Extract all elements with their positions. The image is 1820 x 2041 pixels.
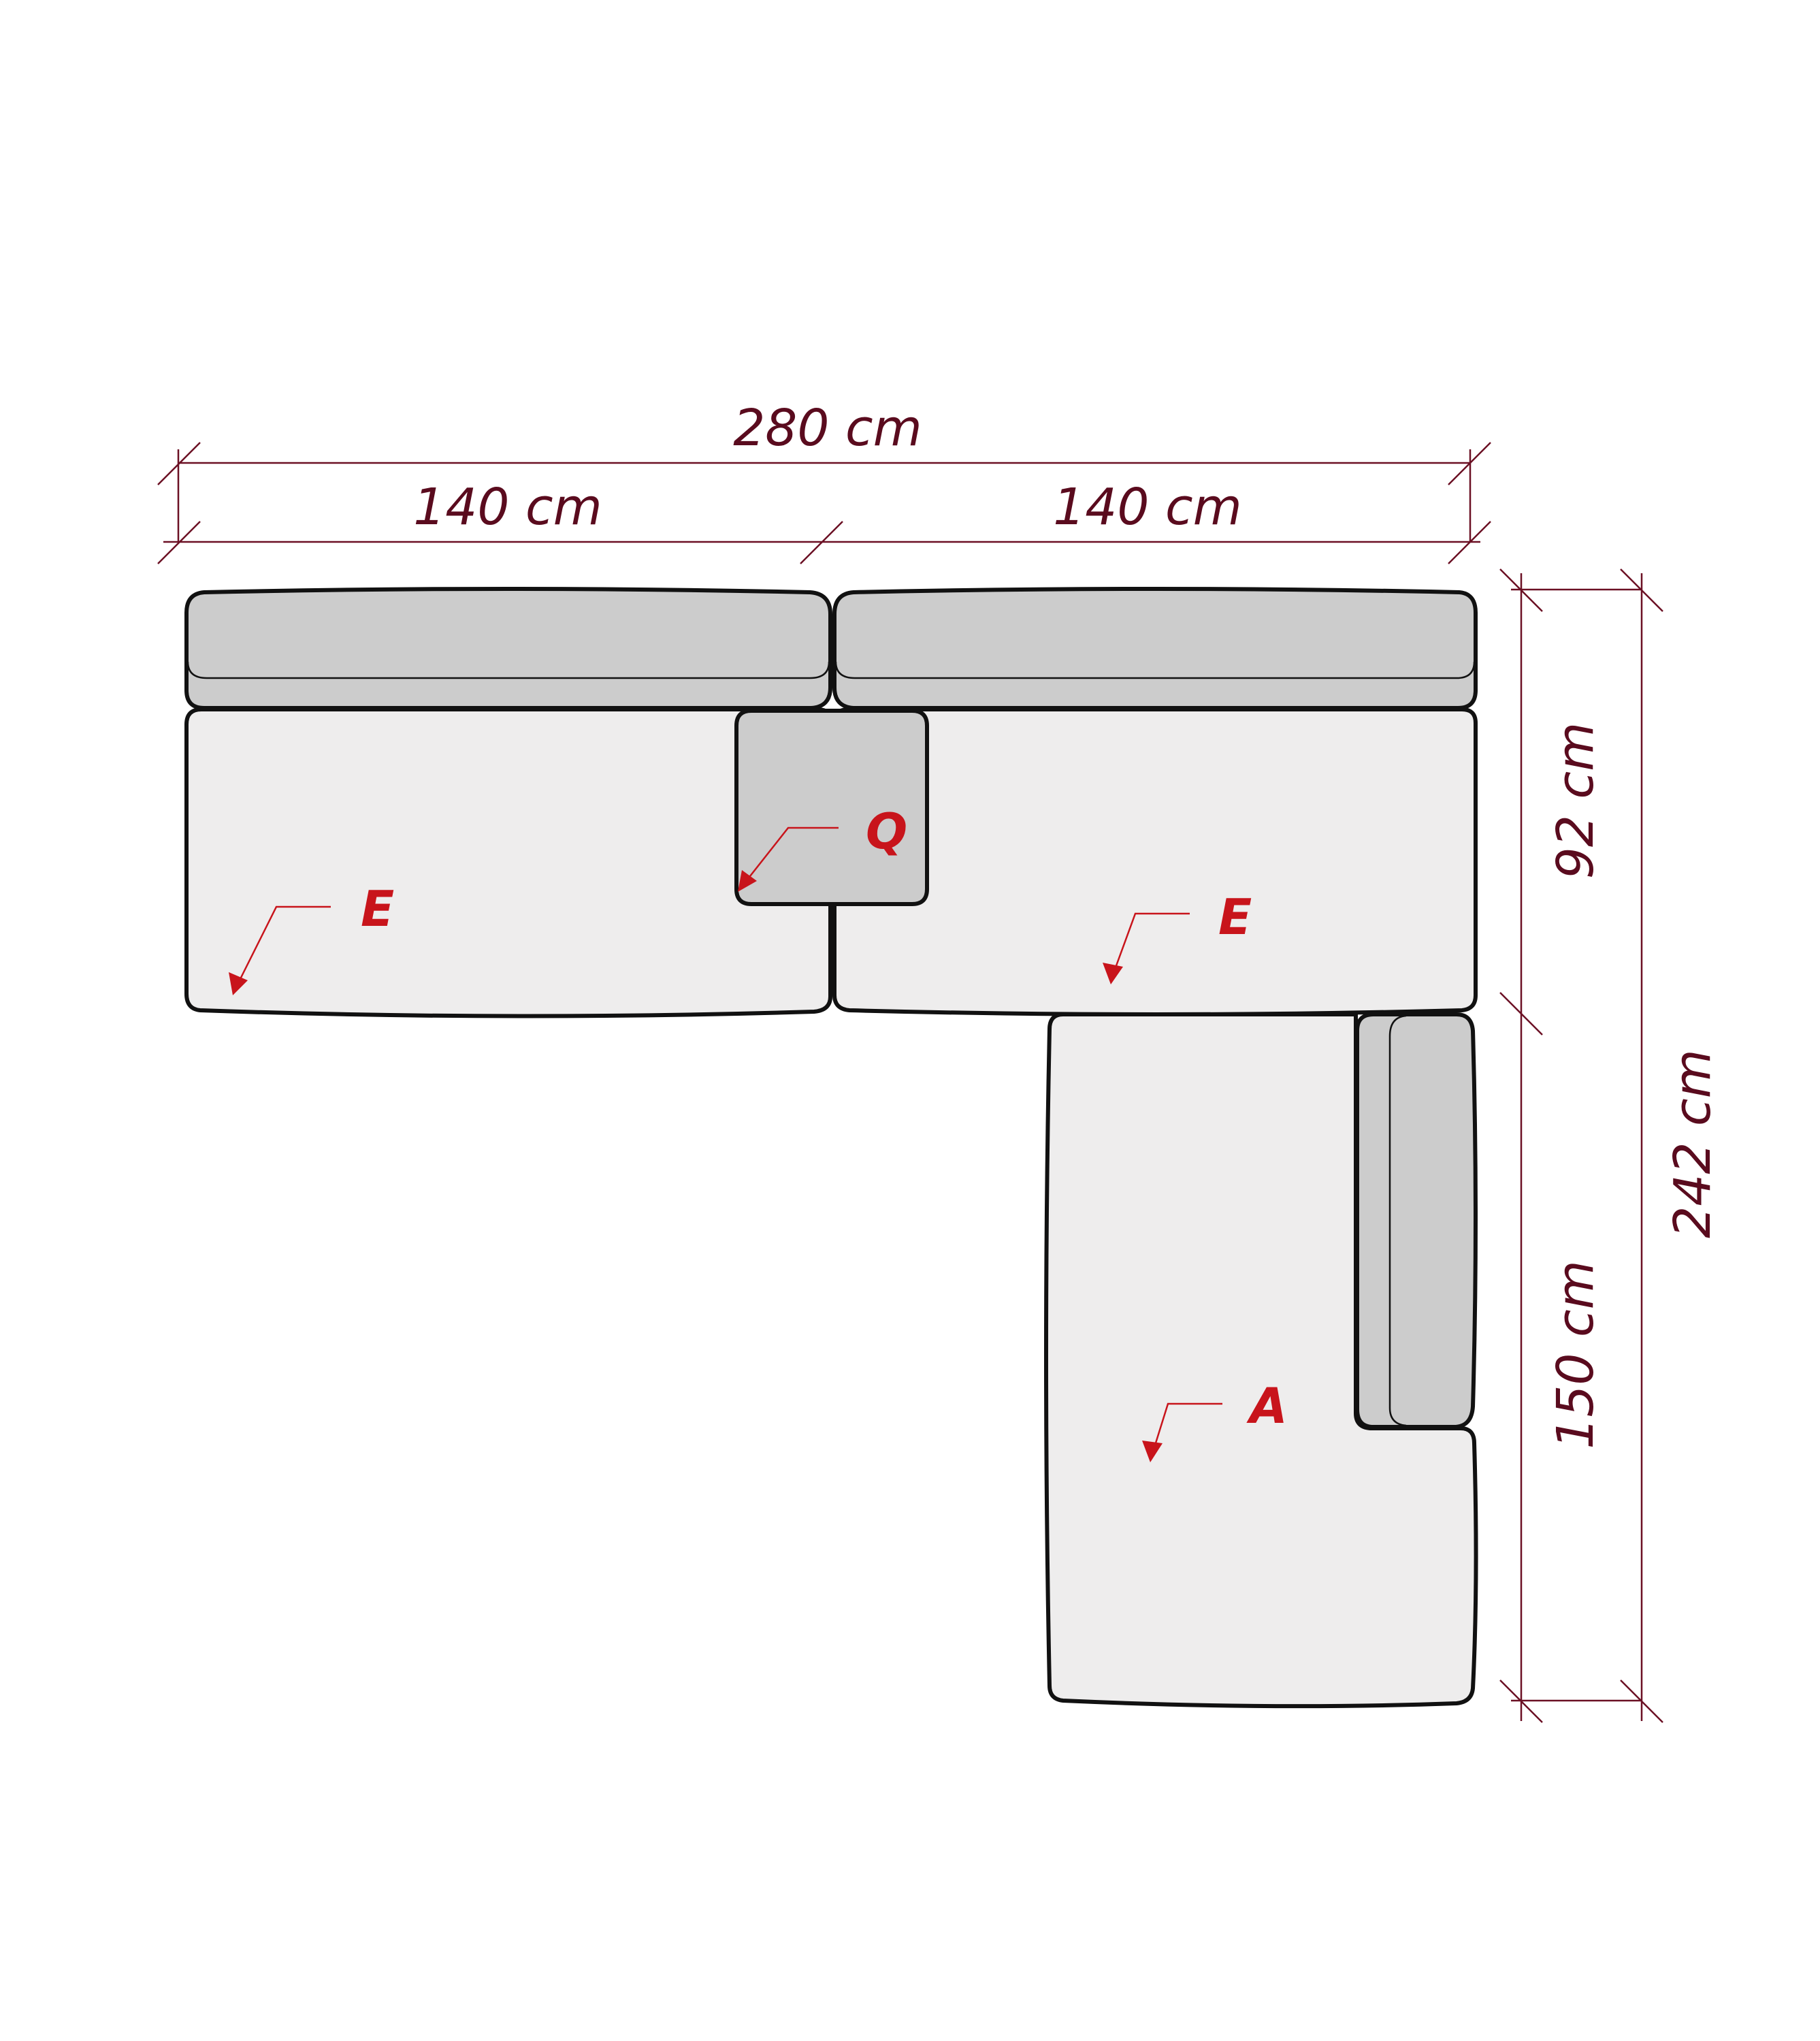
total-depth-label: 242 cm <box>1663 1049 1722 1238</box>
total-width-tick-left <box>157 442 201 485</box>
right-seat-arrow-head <box>1103 963 1123 984</box>
total-depth-tick-bottom <box>1620 1680 1663 1723</box>
corner-cushion-arrow <box>747 826 839 880</box>
depth-tick-top <box>1499 568 1543 612</box>
depth-upper-label: 92 cm <box>1546 722 1605 879</box>
depth-lower-label: 150 cm <box>1546 1260 1605 1449</box>
module-labels: E Q E A <box>229 803 1288 1462</box>
top-dimensions: 280 cm 140 cm 140 cm <box>157 399 1491 564</box>
total-width-tick-right <box>1448 442 1491 485</box>
half-width-tick-left <box>157 521 201 564</box>
chaise-armrest <box>1355 1012 1478 1429</box>
right-seat-label: E <box>1218 888 1252 946</box>
depth-tick-mid <box>1499 992 1543 1035</box>
left-seat-label: E <box>361 880 394 937</box>
left-seat-module <box>184 707 832 1018</box>
chaise-arrow-head <box>1142 1441 1163 1462</box>
total-width-label: 280 cm <box>733 399 922 457</box>
right-width-label: 140 cm <box>1053 478 1242 536</box>
sofa-modules <box>184 587 1478 1709</box>
corner-cushion-label: Q <box>866 803 907 860</box>
half-width-tick-mid <box>800 521 843 564</box>
corner-cushion-arrow-head <box>738 870 757 892</box>
right-backrest <box>832 587 1478 710</box>
left-seat-arrow <box>238 905 331 981</box>
chaise-arrow <box>1153 1402 1222 1448</box>
right-dimensions: 92 cm 150 cm 242 cm <box>1499 568 1722 1723</box>
total-depth-tick-top <box>1620 568 1663 612</box>
left-width-label: 140 cm <box>413 478 602 536</box>
right-seat-module <box>832 707 1478 1016</box>
chaise-label: A <box>1246 1377 1288 1434</box>
left-backrest <box>184 587 832 710</box>
half-width-tick-right <box>1448 521 1491 564</box>
depth-tick-bottom <box>1499 1680 1543 1723</box>
left-seat-arrow-head <box>229 972 248 995</box>
right-seat-arrow <box>1114 912 1190 970</box>
chaise-module <box>1044 1012 1478 1709</box>
corner-cushion-module <box>734 709 929 906</box>
